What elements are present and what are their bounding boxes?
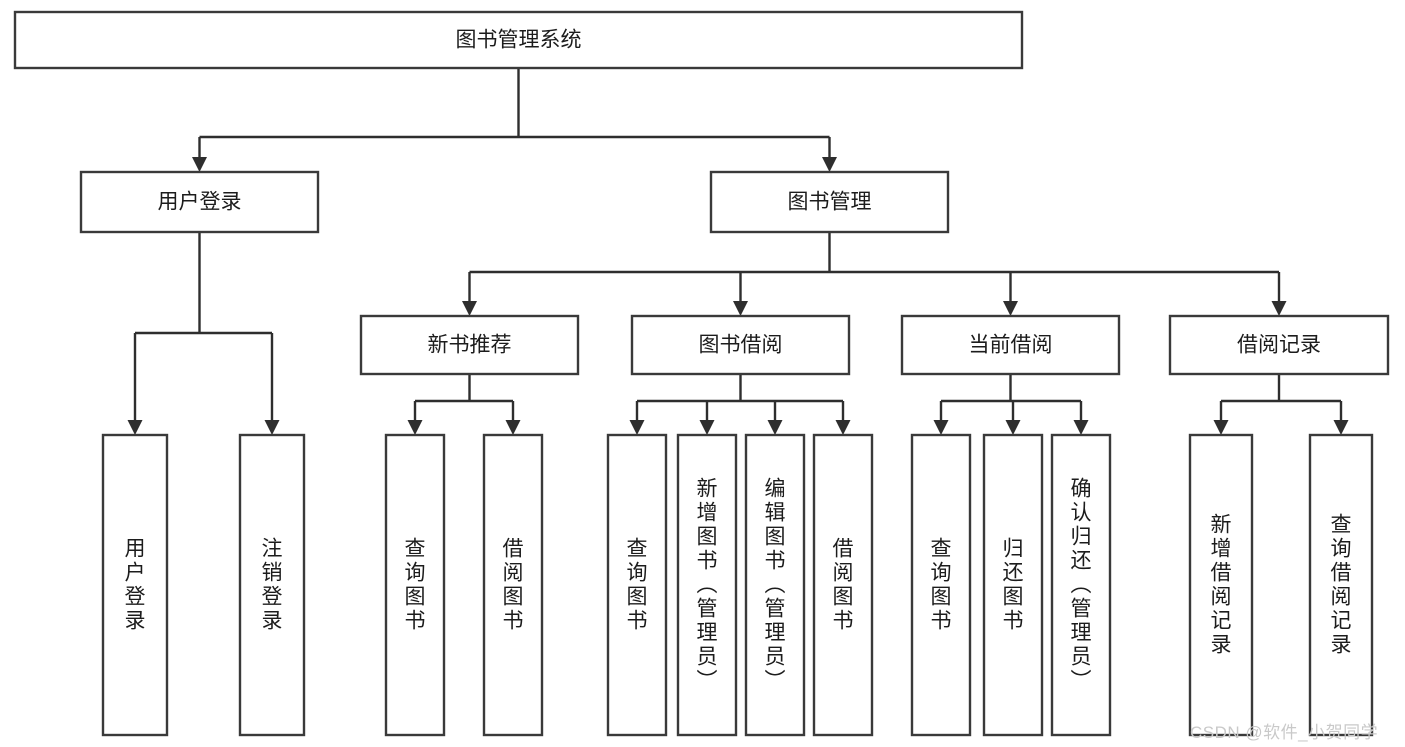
node-box[interactable]	[910, 433, 972, 737]
node-root-0[interactable]: 图书管理系统	[13, 10, 1024, 70]
node-box[interactable]	[13, 10, 1024, 70]
node-label: 借阅图书	[833, 538, 854, 633]
arrow-head-icon	[505, 420, 521, 435]
node-box[interactable]	[1050, 433, 1112, 737]
node-l2-0[interactable]: 用户登录	[79, 170, 320, 234]
node-label: 查询借阅记录	[1331, 514, 1352, 657]
arrow-head-icon	[1003, 301, 1018, 316]
arrow-head-icon	[1073, 420, 1089, 435]
arrow-head-icon	[1213, 420, 1229, 435]
node-box[interactable]	[630, 314, 851, 376]
node-box[interactable]	[384, 433, 446, 737]
node-l3-2[interactable]: 当前借阅	[900, 314, 1121, 376]
node-label: 图书借阅	[699, 334, 783, 357]
node-label: 确认归还︵管理员︶	[1071, 478, 1092, 693]
node-leaf-current-0[interactable]: 查询图书	[910, 433, 972, 737]
node-label: 借阅图书	[503, 538, 524, 633]
node-box[interactable]	[982, 433, 1044, 737]
node-label: 编辑图书︵管理员︶	[765, 478, 786, 693]
node-label: 当前借阅	[969, 334, 1053, 357]
node-label: 查询图书	[405, 538, 426, 633]
node-box[interactable]	[79, 170, 320, 234]
arrow-head-icon	[933, 420, 949, 435]
arrow-head-icon	[192, 157, 207, 172]
node-box[interactable]	[1308, 433, 1374, 737]
arrow-head-icon	[699, 420, 715, 435]
node-l3-3[interactable]: 借阅记录	[1168, 314, 1390, 376]
node-layer: 图书管理系统用户登录图书管理新书推荐图书借阅当前借阅借阅记录用户登录注销登录查询…	[13, 10, 1390, 737]
node-box[interactable]	[606, 433, 668, 737]
node-leaf-record-1[interactable]: 查询借阅记录	[1308, 433, 1374, 737]
node-l3-0[interactable]: 新书推荐	[359, 314, 580, 376]
arrow-head-icon	[822, 157, 837, 172]
arrow-head-icon	[733, 301, 748, 316]
node-label: 图书管理	[788, 191, 872, 214]
arrow-head-icon	[1271, 301, 1287, 316]
arrow-head-icon	[264, 420, 280, 435]
arrow-head-icon	[767, 420, 783, 435]
node-box[interactable]	[238, 433, 306, 737]
node-leaf-login-0[interactable]: 用户登录	[101, 433, 169, 737]
arrow-head-icon	[462, 301, 477, 316]
node-box[interactable]	[812, 433, 874, 737]
node-box[interactable]	[744, 433, 806, 737]
node-l3-1[interactable]: 图书借阅	[630, 314, 851, 376]
node-label: 用户登录	[125, 538, 146, 633]
node-box[interactable]	[1188, 433, 1254, 737]
node-leaf-newbook-1[interactable]: 借阅图书	[482, 433, 544, 737]
node-leaf-borrow-3[interactable]: 借阅图书	[812, 433, 874, 737]
node-leaf-record-0[interactable]: 新增借阅记录	[1188, 433, 1254, 737]
node-label: 新增借阅记录	[1211, 514, 1232, 657]
node-box[interactable]	[101, 433, 169, 737]
arrow-head-icon	[1005, 420, 1021, 435]
connector-layer	[127, 68, 1349, 435]
node-label: 新书推荐	[428, 334, 512, 357]
node-box[interactable]	[900, 314, 1121, 376]
arrow-head-icon	[835, 420, 851, 435]
node-box[interactable]	[482, 433, 544, 737]
node-label: 注销登录	[262, 538, 283, 633]
node-box[interactable]	[359, 314, 580, 376]
node-box[interactable]	[676, 433, 738, 737]
node-leaf-borrow-0[interactable]: 查询图书	[606, 433, 668, 737]
node-leaf-newbook-0[interactable]: 查询图书	[384, 433, 446, 737]
node-box[interactable]	[709, 170, 950, 234]
node-leaf-current-1[interactable]: 归还图书	[982, 433, 1044, 737]
node-leaf-borrow-2[interactable]: 编辑图书︵管理员︶	[744, 433, 806, 737]
node-label: 归还图书	[1003, 538, 1024, 633]
node-label: 查询图书	[931, 538, 952, 633]
arrow-head-icon	[127, 420, 143, 435]
node-leaf-current-2[interactable]: 确认归还︵管理员︶	[1050, 433, 1112, 737]
node-box[interactable]	[1168, 314, 1390, 376]
arrow-head-icon	[629, 420, 645, 435]
node-label: 新增图书︵管理员︶	[697, 478, 718, 693]
node-label: 用户登录	[158, 191, 242, 214]
node-label: 图书管理系统	[456, 29, 582, 52]
arrow-head-icon	[1333, 420, 1349, 435]
node-leaf-borrow-1[interactable]: 新增图书︵管理员︶	[676, 433, 738, 737]
node-label: 借阅记录	[1237, 334, 1321, 357]
node-l2-1[interactable]: 图书管理	[709, 170, 950, 234]
node-leaf-login-1[interactable]: 注销登录	[238, 433, 306, 737]
node-label: 查询图书	[627, 538, 648, 633]
arrow-head-icon	[407, 420, 423, 435]
